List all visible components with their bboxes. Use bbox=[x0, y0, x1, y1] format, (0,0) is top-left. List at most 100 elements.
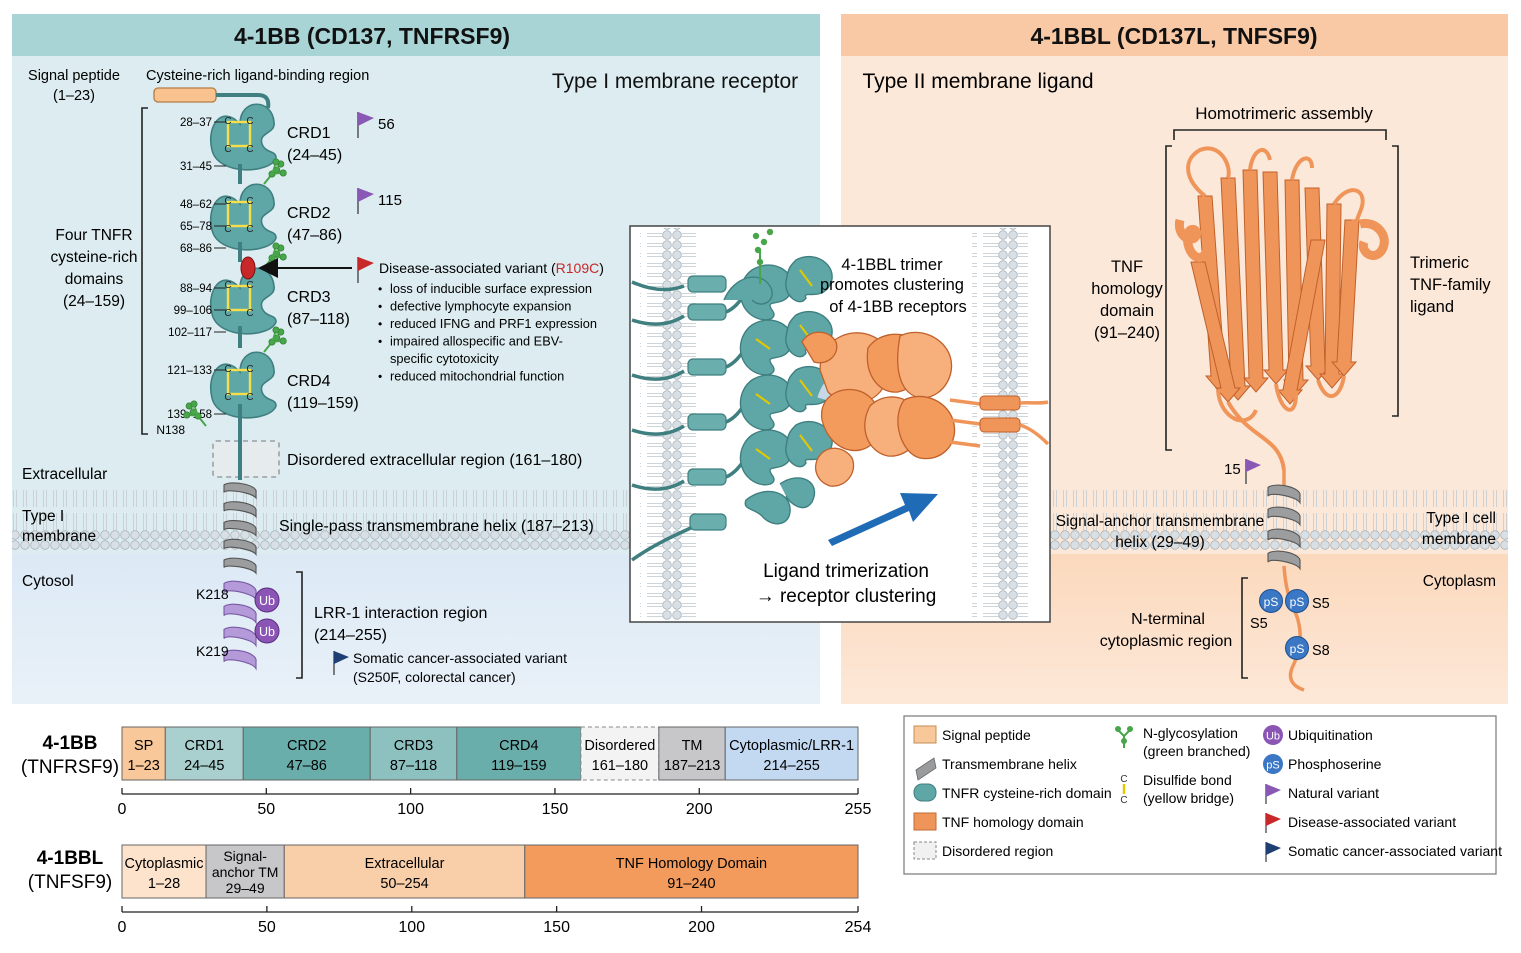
ligand-header-bar bbox=[841, 14, 1508, 56]
crd-c: C bbox=[224, 116, 231, 127]
bar1-segment-8: Cytoplasmic/LRR-1 214–255 bbox=[724, 726, 859, 781]
tnf-domain-2: homology bbox=[1091, 280, 1163, 298]
bar2-tick-label: 100 bbox=[398, 919, 425, 936]
s5-label-right: S5 bbox=[1312, 596, 1330, 612]
n138-glyco-sugar bbox=[190, 400, 198, 408]
bar1-segment-range-1: 1–23 bbox=[128, 758, 160, 774]
signal-peptide-label: Signal peptide bbox=[28, 68, 120, 84]
inset-disulfide bbox=[799, 434, 813, 452]
inset-tail-top bbox=[631, 280, 685, 292]
ribbon-loop-8 bbox=[1226, 400, 1286, 471]
crd-c: C bbox=[246, 116, 253, 127]
bar1-segment-label-3: CRD2 bbox=[287, 738, 326, 754]
legend-disease-flag-icon bbox=[1265, 813, 1281, 833]
s8-label: S8 bbox=[1312, 643, 1330, 659]
clustering-arrow-icon bbox=[828, 493, 938, 546]
ligand-membrane bbox=[1040, 490, 1508, 550]
crd-1-disulfide bbox=[226, 120, 252, 148]
bar1-segment-rect-2 bbox=[164, 726, 244, 781]
bar1-tick-label: 200 bbox=[686, 801, 713, 818]
signal-peptide-range: (1–23) bbox=[53, 88, 95, 104]
inset-tm-top bbox=[687, 275, 727, 293]
ps-label-1: pS bbox=[1264, 595, 1279, 609]
bar1-domain-map: SP1–23CRD124–45CRD247–86CRD387–118CRD411… bbox=[118, 726, 871, 818]
beta-strand-6 bbox=[1304, 187, 1332, 381]
bar1-segment-range-4: 87–118 bbox=[390, 758, 437, 774]
legend-ps-icon bbox=[1263, 754, 1283, 774]
bar1-segment-range-8: 214–255 bbox=[763, 758, 819, 774]
inset-glyco-sugar bbox=[766, 228, 774, 236]
legend-glyco-2: (green branched) bbox=[1143, 743, 1250, 759]
legend-natural-variant: Natural variant bbox=[1288, 785, 1379, 801]
bar1-segment-rect-6 bbox=[580, 726, 660, 781]
receptor-tm-helix bbox=[223, 482, 257, 575]
legend-ubiquitination: Ubiquitination bbox=[1288, 727, 1373, 743]
crd-4-shape bbox=[209, 351, 277, 419]
ps-label-3: pS bbox=[1290, 642, 1305, 656]
bar1-segment-range-6: 161–180 bbox=[592, 758, 648, 774]
crd-c: C bbox=[246, 280, 253, 291]
crd-3-name: CRD3 bbox=[287, 289, 331, 306]
disease-bullets: •loss of inducible surface expression•de… bbox=[378, 281, 597, 384]
phosphoserine-3: pS bbox=[1285, 636, 1309, 660]
crd-2-bond: 48–62 bbox=[180, 199, 212, 211]
bar1-segment-range-7: 187–213 bbox=[664, 758, 720, 774]
crd-1-name: CRD1 bbox=[287, 125, 331, 142]
disease-bullet-1: loss of inducible surface expression bbox=[390, 281, 592, 296]
lrr-helix-turn bbox=[223, 649, 257, 671]
legend-swatch-signal-peptide bbox=[913, 725, 937, 744]
crd-3-disulfide bbox=[226, 284, 252, 312]
crd-c: C bbox=[224, 144, 231, 155]
bar1-segment-label-7: TM bbox=[682, 738, 703, 754]
crd-1-shape bbox=[209, 103, 277, 171]
cysteine-region-label: Cysteine-rich ligand-binding region bbox=[146, 68, 369, 84]
legend-glyco-icon bbox=[1115, 726, 1133, 748]
trimeric-3: ligand bbox=[1410, 298, 1454, 316]
inset-tm-block bbox=[687, 413, 727, 431]
extracellular-label: Extracellular bbox=[22, 466, 107, 483]
bar1-tick-label: 50 bbox=[257, 801, 275, 818]
membrane-label-1: Type I bbox=[22, 508, 64, 525]
inset-ligand-tm-1 bbox=[979, 395, 1021, 411]
bar1-segment-rect-3 bbox=[242, 726, 371, 781]
inset-tail bbox=[631, 479, 685, 491]
bar1-segment-label-8: Cytoplasmic/LRR-1 bbox=[729, 738, 854, 754]
receptor-type-label: Type I membrane receptor bbox=[552, 70, 798, 93]
legend-disordered: Disordered region bbox=[942, 843, 1053, 859]
receptor-helix-turn bbox=[223, 520, 257, 538]
somatic-label-2: (S250F, colorectal cancer) bbox=[353, 669, 516, 685]
bar2-name: 4-1BBL bbox=[37, 848, 104, 869]
crd-4-glyco-sugar bbox=[272, 326, 280, 334]
crd-c: C bbox=[246, 364, 253, 375]
inset-disulfide bbox=[799, 379, 813, 397]
ligand-header: 4-1BBL (CD137L, TNFSF9) bbox=[1030, 23, 1317, 49]
legend-swatch-tnfr bbox=[913, 783, 937, 802]
crd-2-range: (47–86) bbox=[287, 227, 342, 244]
crd-c: C bbox=[246, 224, 253, 235]
bar1-segment-range-3: 47–86 bbox=[287, 758, 327, 774]
crd-2-glyco-sugar bbox=[272, 158, 280, 166]
signal-peptide-block bbox=[153, 87, 217, 103]
cell-membrane-2: membrane bbox=[1422, 531, 1496, 548]
bar2-segment-rect-4 bbox=[524, 844, 859, 899]
disease-bullet-2: defective lymphocyte expansion bbox=[390, 299, 571, 314]
inset-ligand-tail-2 bbox=[1019, 423, 1050, 446]
bar2-segment-range-3: 50–254 bbox=[380, 876, 428, 892]
ligand-helix-turn bbox=[1267, 484, 1301, 505]
bar1-segment-rect-8 bbox=[724, 726, 859, 781]
bar2-tick-label: 200 bbox=[688, 919, 715, 936]
legend-glyco-1: N-glycosylation bbox=[1143, 725, 1238, 741]
ribbon-loop-2 bbox=[1248, 148, 1272, 171]
bar2-sub: (TNFSF9) bbox=[28, 872, 112, 893]
receptor-helix-turn bbox=[223, 557, 257, 575]
ribbon-loop-6 bbox=[1274, 383, 1298, 412]
ribbon-loop-5 bbox=[1216, 389, 1258, 423]
ribbon-loop-7 bbox=[1316, 375, 1346, 399]
inset-tm-bottom bbox=[689, 513, 727, 531]
crd-2-bond: 65–78 bbox=[180, 221, 212, 233]
ubiquitin-2: Ub bbox=[254, 618, 280, 644]
